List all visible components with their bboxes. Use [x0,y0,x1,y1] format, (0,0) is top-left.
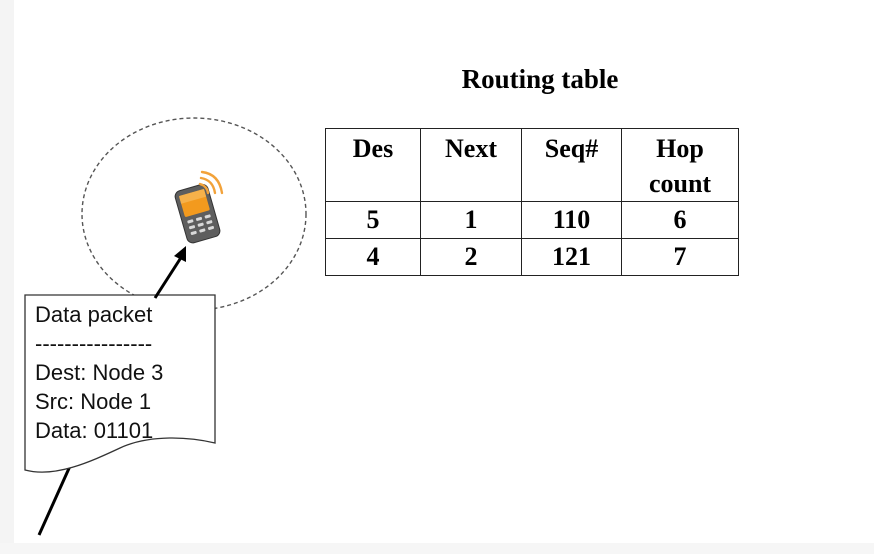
header-des: Des [325,128,421,202]
packet-data: Data: 01101 [35,418,154,443]
packet-separator: ---------------- [35,331,153,356]
packet-title: Data packet [35,302,153,327]
header-next: Next [420,128,522,202]
table-row: 4 2 121 7 [325,238,739,276]
routing-table: Des Next Seq# Hop count 5 1 110 6 4 2 12… [325,128,739,276]
data-packet-content: Data packet ---------------- Dest: Node … [35,300,163,445]
cell-hop-count: 7 [621,238,739,276]
cell-seq: 121 [521,238,622,276]
cell-hop-count: 6 [621,201,739,239]
packet-src: Src: Node 1 [35,389,152,414]
header-seq: Seq# [521,128,622,202]
cell-des: 5 [325,201,421,239]
table-row: 5 1 110 6 [325,201,739,239]
packet-dest: Dest: Node 3 [35,360,164,385]
data-packet-box [24,294,216,473]
cell-seq: 110 [521,201,622,239]
cell-next: 2 [420,238,522,276]
header-hop-count: Hop count [621,128,739,202]
routing-table-title: Routing table [461,64,619,94]
packet-to-node-arrow [153,255,184,299]
bottom-edge-strip [0,543,874,554]
mobile-phone-icon [174,183,221,244]
cell-next: 1 [420,201,522,239]
cell-des: 4 [325,238,421,276]
left-edge-strip [0,0,14,554]
arrow-head [174,246,186,262]
routing-table-header-row: Des Next Seq# Hop count [325,128,739,202]
wireless-signal-icon [198,170,224,195]
